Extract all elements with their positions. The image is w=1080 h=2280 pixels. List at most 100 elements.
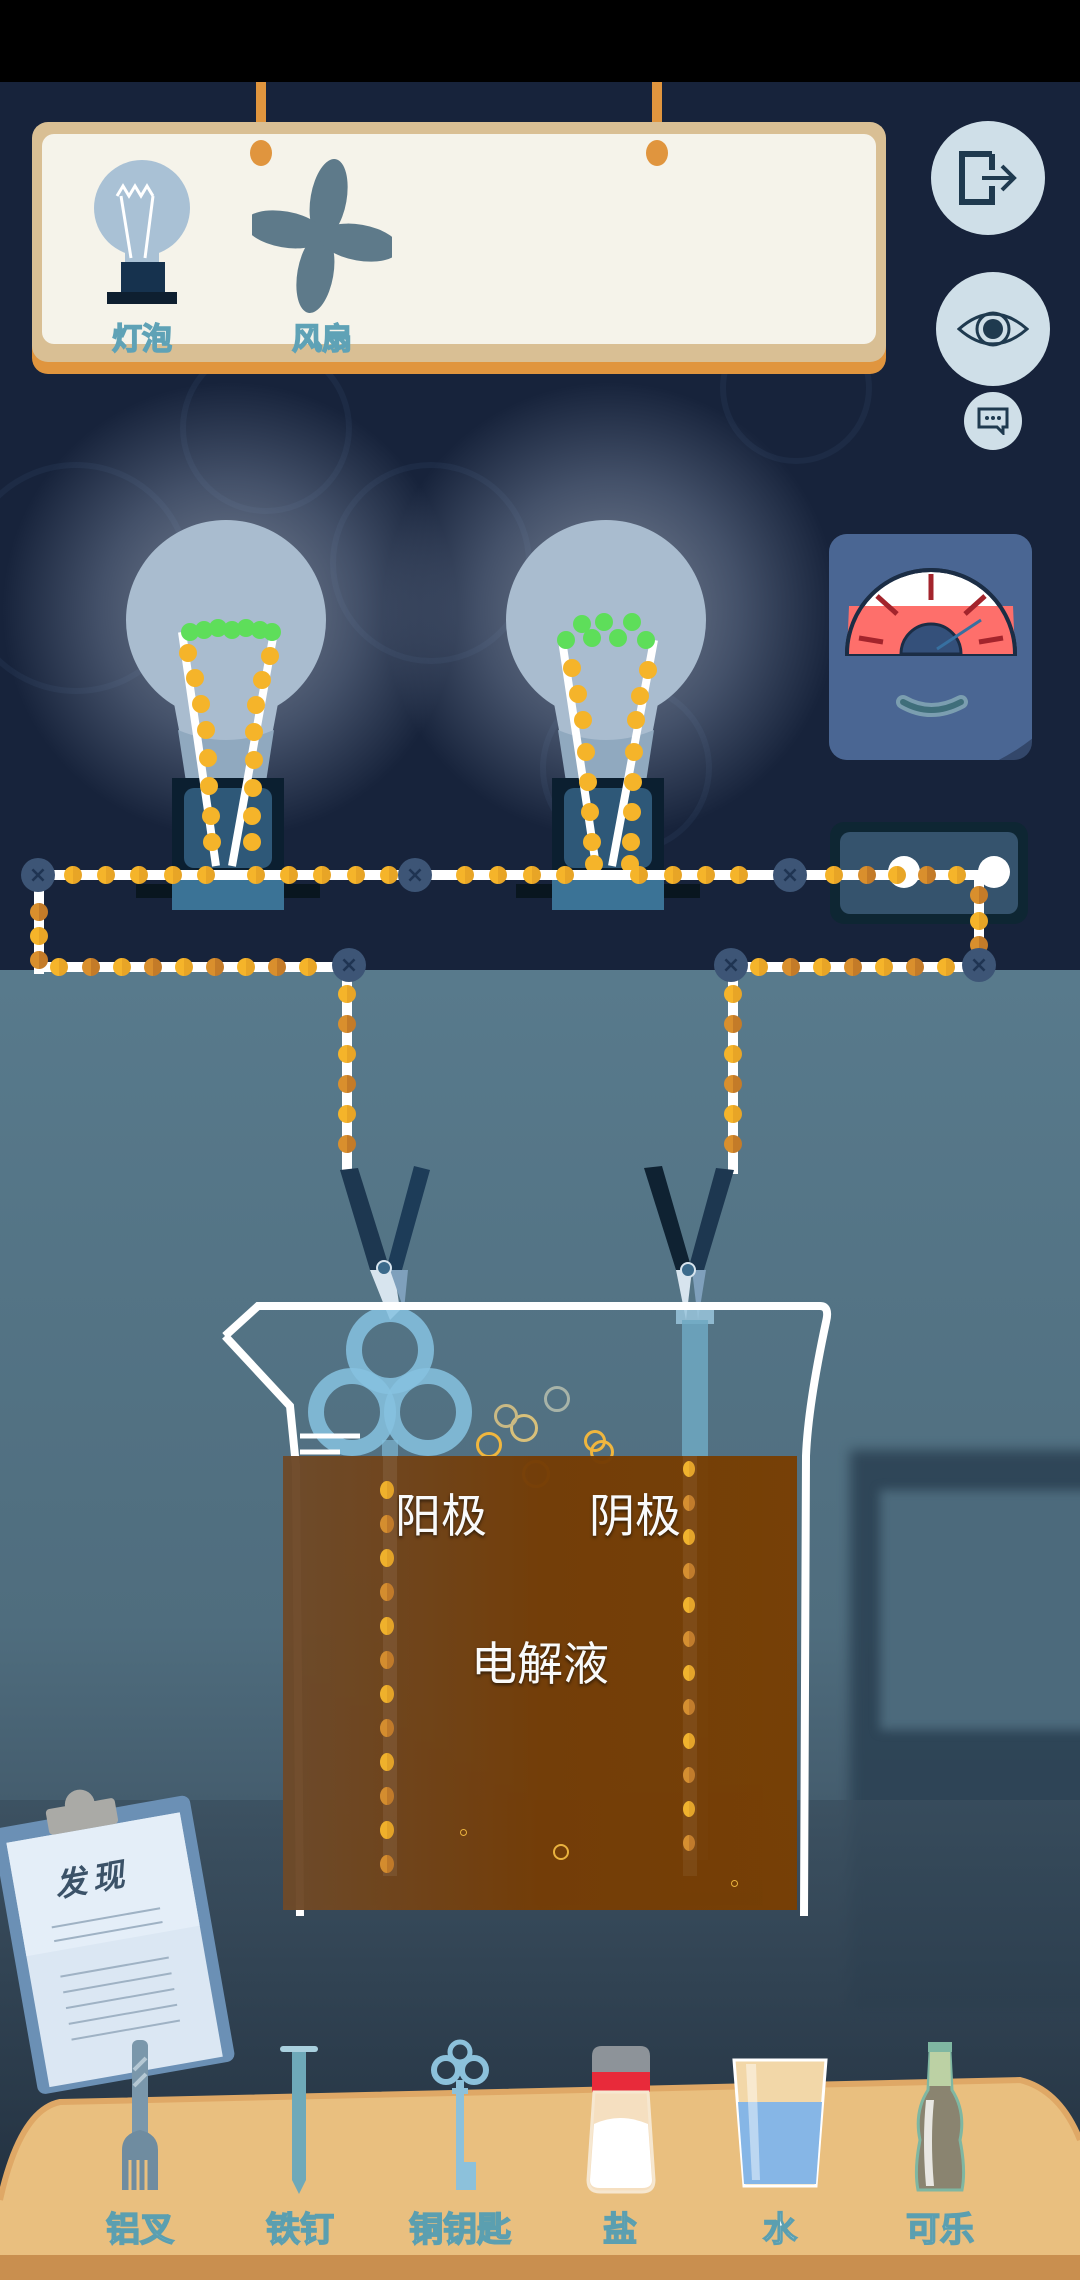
shelf-item-label: 可乐 (905, 2209, 975, 2251)
copper-key-electrode[interactable] (300, 1300, 480, 1480)
electron (50, 958, 68, 976)
shelf-item-label: 水 (762, 2209, 798, 2251)
bulb-1[interactable] (120, 520, 330, 910)
electron (380, 1719, 394, 1737)
fan-icon (245, 159, 399, 313)
electron (338, 1105, 356, 1123)
wire-terminal-screw: × (21, 858, 55, 892)
electron (664, 866, 682, 884)
electrolyte: 阳极 阴极 电解液 (283, 1456, 797, 1910)
bulb-2[interactable] (500, 520, 710, 910)
electron (970, 886, 988, 904)
board-hook-right (646, 140, 668, 166)
board-item-label: 风扇 (291, 321, 353, 358)
cathode-clip-icon[interactable] (630, 1160, 750, 1330)
component-board-panel: 灯泡 风扇 (42, 134, 876, 358)
electron (82, 958, 100, 976)
shelf-item-key[interactable]: 铜钥匙 (390, 2030, 530, 2251)
electron (380, 1651, 394, 1669)
electron (937, 958, 955, 976)
electron (724, 1105, 742, 1123)
shelf-item-nail[interactable]: 铁钉 (230, 2030, 370, 2251)
electron (380, 1821, 394, 1839)
lightbulb-icon (506, 520, 706, 910)
exit-button[interactable] (931, 121, 1045, 235)
electron (683, 1597, 695, 1613)
board-rope-left (256, 82, 266, 154)
electron (280, 866, 298, 884)
electron (858, 866, 876, 884)
electron (683, 1631, 695, 1647)
lightbulb-icon (94, 160, 190, 304)
electron (380, 1481, 394, 1499)
status-bar (0, 0, 1080, 82)
board-item-bulb[interactable]: 灯泡 (72, 158, 212, 358)
electron (630, 866, 648, 884)
electron (380, 1753, 394, 1771)
electron (844, 958, 862, 976)
salt-shaker-icon (586, 2046, 656, 2194)
electron (888, 866, 906, 884)
electron (918, 866, 936, 884)
electron (683, 1801, 695, 1817)
view-button[interactable] (936, 272, 1050, 386)
electron (30, 951, 48, 969)
shelf-item-cola[interactable]: 可乐 (870, 2030, 1010, 2251)
wire-terminal-screw: × (332, 948, 366, 982)
electron (338, 1045, 356, 1063)
electron (683, 1733, 695, 1749)
wire-left (34, 874, 44, 974)
electrolyte-label: 电解液 (471, 1637, 609, 1691)
electron (683, 1835, 695, 1851)
electron (825, 866, 843, 884)
electron (750, 958, 768, 976)
wire-top (36, 870, 992, 880)
eye-icon (957, 311, 1029, 347)
shelf-item-label: 铁钉 (265, 2209, 335, 2251)
bubble (510, 1414, 538, 1442)
electron (338, 1135, 356, 1153)
electron (197, 866, 215, 884)
electron (380, 1685, 394, 1703)
electron (683, 1699, 695, 1715)
wire-terminal-screw: × (962, 948, 996, 982)
wire-terminal-screw: × (773, 858, 807, 892)
electron (724, 1075, 742, 1093)
wire-terminal-screw: × (714, 948, 748, 982)
electron (268, 958, 286, 976)
bubble (460, 1829, 467, 1836)
nail-icon (280, 2046, 318, 2194)
electron (380, 1515, 394, 1533)
shelf-item-label: 盐 (602, 2209, 638, 2251)
anode-label: 阳极 (395, 1489, 487, 1543)
shelf-item-water[interactable]: 水 (710, 2030, 850, 2251)
board-rope-right (652, 82, 662, 154)
electron (683, 1665, 695, 1681)
electron (30, 927, 48, 945)
electron (813, 958, 831, 976)
component-board: 灯泡 风扇 (32, 122, 886, 362)
electron (338, 1075, 356, 1093)
electron (130, 866, 148, 884)
electron (724, 1015, 742, 1033)
electron (724, 1135, 742, 1153)
bubble (553, 1844, 569, 1860)
shelf-item-fork[interactable]: 铝叉 (70, 2030, 210, 2251)
electron (724, 985, 742, 1003)
lightbulb-icon (126, 520, 326, 910)
electron (730, 866, 748, 884)
electron (697, 866, 715, 884)
ammeter[interactable] (829, 534, 1032, 760)
water-glass-icon (732, 2058, 828, 2188)
hint-button[interactable] (964, 392, 1022, 450)
board-item-label: 灯泡 (111, 321, 173, 358)
electron (683, 1529, 695, 1545)
electron (206, 958, 224, 976)
anode-clip-icon[interactable] (330, 1160, 450, 1330)
shelf-item-salt[interactable]: 盐 (550, 2030, 690, 2251)
electron (523, 866, 541, 884)
bubble (544, 1386, 570, 1412)
electron (97, 866, 115, 884)
electron (456, 866, 474, 884)
board-item-fan[interactable]: 风扇 (245, 158, 399, 358)
